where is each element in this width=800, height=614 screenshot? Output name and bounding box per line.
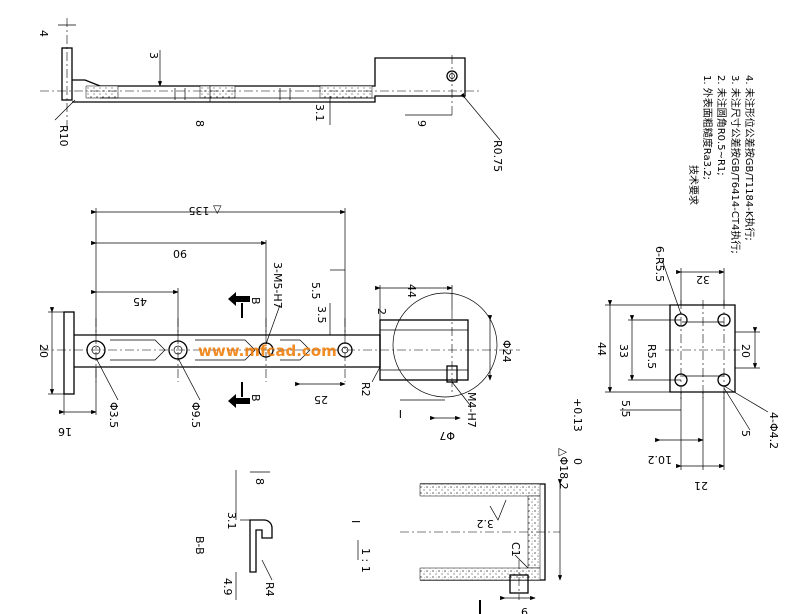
dim-phi-3-5: Φ3.5 <box>107 402 120 428</box>
dim-phi-7: Φ7 <box>439 429 455 442</box>
tech-line-1: 1. 外表面粗糙度Ra3.2; <box>701 75 714 180</box>
dim-44: 44 <box>405 284 418 298</box>
detail-title-i: I <box>349 520 362 523</box>
dim-32: 32 <box>696 273 710 286</box>
dim-2: 2 <box>375 308 388 315</box>
tol-upper: +0.13 <box>571 398 584 432</box>
roughness-3-2: 3.2 <box>477 517 495 530</box>
dim-25: 25 <box>314 393 328 406</box>
dim-r2: R2 <box>359 382 372 397</box>
dim-phi-18-2: △Φ18.2 <box>557 448 570 490</box>
top-arm <box>72 57 466 103</box>
dim-20: 20 <box>37 344 50 358</box>
dim-r4: R4 <box>263 582 276 597</box>
dim-9-detail: 9 <box>521 605 528 614</box>
dim-5: 5 <box>739 430 752 437</box>
dim-90: 90 <box>173 247 187 260</box>
dim-21: 21 <box>694 479 708 492</box>
section-marker-b-top: B <box>249 297 262 305</box>
dim-4-phi-4-2: 4-Φ4.2 <box>767 412 780 449</box>
detail-scale: 1 : 1 <box>359 548 372 573</box>
top-view: 4 3 8 3.1 9 R10 R0.75 <box>37 18 504 172</box>
dim-4-9: 4.9 <box>221 578 234 596</box>
dim-45: 45 <box>133 295 147 308</box>
dim-5-5: 5.5 <box>309 282 322 300</box>
dim-44-end: 44 <box>595 342 608 356</box>
section-marker-b-bot: B <box>249 394 262 402</box>
dim-3-1: 3.1 <box>313 104 326 122</box>
dim-33: 33 <box>617 344 630 358</box>
main-flange <box>63 311 75 395</box>
dim-16: 16 <box>58 425 72 438</box>
tech-title: 技术要求 <box>687 165 700 205</box>
dim-phi-24: Φ24 <box>500 340 513 363</box>
dim-m4-h7: M4-H7 <box>465 392 478 428</box>
dim-3-1-section: 3.1 <box>225 512 238 530</box>
dim-phi-9-5: Φ9.5 <box>189 402 202 428</box>
dim-9: 9 <box>415 120 428 127</box>
dim-6-r5-5: 6-R5.5 <box>653 246 666 282</box>
dim-r10: R10 <box>57 125 70 147</box>
dim-r5-5: R5.5 <box>645 344 658 369</box>
tech-line-2: 2. 未注圆角R0.5~R1; <box>715 75 728 176</box>
main-view: △ 135 90 45 20 16 Φ3.5 Φ9.5 3-M5-H7 B B … <box>37 204 520 442</box>
detail-circle-i <box>392 292 498 398</box>
end-outline <box>669 304 736 393</box>
tol-lower: 0 <box>571 458 584 465</box>
dim-5-5-end: 5.5 <box>619 400 632 418</box>
dim-8: 8 <box>193 120 206 127</box>
dim-3-5: 3.5 <box>315 306 328 324</box>
detail-label-i: I <box>399 407 402 420</box>
dim-3: 3 <box>147 52 160 59</box>
technical-requirements: 技术要求 1. 外表面粗糙度Ra3.2; 2. 未注圆角R0.5~R1; 3. … <box>687 75 756 254</box>
dim-135: △ 135 <box>189 204 222 217</box>
section-title-bb: B-B <box>193 536 206 555</box>
tech-line-4: 4. 未注形位公差按GB/T1184-K执行; <box>743 75 756 241</box>
dim-4: 4 <box>37 30 50 37</box>
watermark: www.mfcad.com <box>198 342 337 360</box>
chamfer-c1: C1 <box>509 542 522 557</box>
dim-r0-75: R0.75 <box>491 140 504 172</box>
dim-8-section: 8 <box>253 478 266 485</box>
dim-10-2: 10.2 <box>648 453 673 466</box>
tech-line-3: 3. 未注尺寸公差按GB/T6414-CT4执行; <box>729 75 742 254</box>
end-view: 32 6-R5.5 44 33 R5.5 20 5.5 5 10.2 21 4-… <box>595 246 780 492</box>
section-profile <box>249 519 273 573</box>
section-view-bb: 8 3.1 4.9 R4 B-B <box>193 470 276 600</box>
dim-20-end: 20 <box>739 344 752 358</box>
detail-view-i: +0.13 0 △Φ18.2 3.2 C1 9 I 1 : 1 <box>349 398 584 614</box>
dim-3-m5-h7: 3-M5-H7 <box>271 262 284 309</box>
